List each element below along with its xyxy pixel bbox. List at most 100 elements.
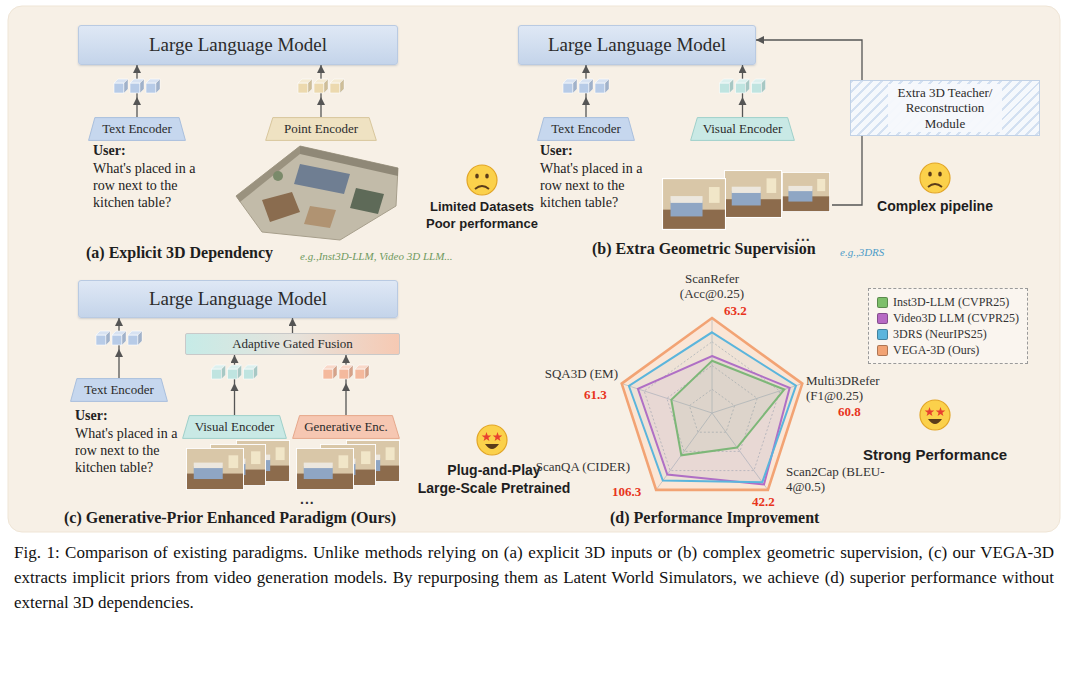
node-text: Text Encoder: [551, 121, 620, 137]
panel-caption: (d) Performance Improvement: [610, 509, 819, 527]
token-cube: [96, 331, 110, 345]
node-label: Large Language Model: [149, 288, 327, 311]
legend-text: Video3D LLM (CVPR25): [893, 310, 1019, 326]
example-note: e.g.,Inst3D-LLM, Video 3D LLM...: [300, 250, 453, 262]
visual-tokens: [720, 79, 766, 93]
encoder-trapezoid: Visual Encoder: [690, 117, 795, 141]
encoder-trapezoid: Text Encoder: [537, 117, 635, 141]
eye: [928, 171, 932, 176]
legend-entry: Video3D LLM (CVPR25): [877, 310, 1019, 326]
face: [467, 165, 497, 195]
node-label: Large Language Model: [548, 34, 726, 57]
encoder-trapezoid: Text Encoder: [70, 378, 168, 402]
user-prompt-label: User:: [75, 408, 108, 424]
eye: [475, 173, 479, 178]
token-arrowhead: [582, 97, 590, 105]
legend-text: 3DRS (NeurIPS25): [893, 326, 987, 342]
node-label: Visual Encoder: [195, 419, 275, 435]
axis-value: 63.2: [724, 303, 747, 319]
legend-entry: 3DRS (NeurIPS25): [877, 326, 1019, 342]
panel-caption: (a) Explicit 3D Dependency: [86, 244, 273, 262]
encoder-trapezoid: Text Encoder: [88, 117, 186, 141]
token-cube: [579, 79, 593, 93]
axis-value: 61.3: [584, 387, 607, 403]
panel-caption: (c) Generative-Prior Enhanced Paradigm (…: [64, 509, 396, 527]
mouth: [475, 186, 489, 189]
legend-swatch: [877, 329, 888, 340]
video-frame: [724, 170, 782, 218]
sad-face-emoji: [467, 165, 497, 195]
radar-area: [622, 318, 803, 490]
legend-text: VEGA-3D (Ours): [893, 342, 979, 358]
node-label: Point Encoder: [284, 121, 358, 137]
video-frame: [296, 448, 354, 490]
token-arrowhead: [317, 97, 325, 105]
ellipsis: ...: [300, 491, 315, 507]
token-cube: [114, 79, 128, 93]
legend-box: Inst3D-LLM (CVPR25)Video3D LLM (CVPR25)3…: [868, 288, 1028, 364]
token-cube: [355, 365, 369, 379]
token-cube: [146, 79, 160, 93]
node-text: Large Language Model: [548, 34, 726, 57]
legend-entry: Inst3D-LLM (CVPR25): [877, 294, 1019, 310]
supervision-line: [832, 136, 862, 205]
encoder-trapezoid: Point Encoder: [265, 117, 377, 141]
node-label: Extra 3D Teacher/ Reconstruction Module: [891, 85, 999, 132]
star-eye: [482, 432, 492, 441]
star-struck-emoji: [920, 400, 950, 430]
panel-caption: (b) Extra Geometric Supervision: [592, 240, 816, 258]
axis-value: 106.3: [612, 484, 641, 500]
text-tokens: [563, 79, 609, 93]
verdict-note: Complex pipeline: [862, 198, 1008, 215]
generative-tokens: [323, 365, 369, 379]
legend-entry: VEGA-3D (Ours): [877, 342, 1019, 358]
eye: [938, 171, 942, 176]
token-cube: [112, 331, 126, 345]
node-text: Text Encoder: [84, 382, 153, 398]
token-cube: [595, 79, 609, 93]
mouth: [928, 419, 942, 424]
radar-series-vega3d: [622, 318, 803, 490]
node-text: Generative Enc.: [304, 419, 388, 435]
axis-label: ScanQA (CIDER): [520, 459, 630, 474]
star-eye: [493, 432, 503, 441]
token-arrowhead: [115, 349, 123, 357]
axis-value: 42.2: [752, 494, 775, 510]
eye: [485, 173, 489, 178]
example-note: e.g.,3DRS: [840, 246, 884, 258]
question-text: What's placed in a row next to the kitch…: [540, 160, 650, 211]
teacher-module-box: Extra 3D Teacher/ Reconstruction Module: [850, 80, 1040, 136]
token-cube: [298, 79, 312, 93]
point-tokens: [298, 79, 344, 93]
encoder-trapezoid: Generative Enc.: [292, 415, 400, 439]
radar-chart: [622, 318, 803, 490]
scene-floor: [236, 146, 398, 240]
node-text: Adaptive Gated Fusion: [232, 336, 353, 352]
verdict-note: Limited Datasets Poor performance: [420, 198, 544, 232]
scene-table: [262, 192, 300, 222]
token-cube: [128, 331, 142, 345]
node-text: Visual Encoder: [195, 419, 275, 435]
axis-label: Scan2Cap (BLEU-4@0.5): [786, 464, 888, 494]
scene-sofa: [294, 164, 350, 194]
radar-spokes: [622, 318, 803, 490]
text-tokens: [96, 331, 142, 345]
face: [920, 400, 950, 430]
token-arrowhead: [133, 97, 141, 105]
point-cloud-scene: [236, 146, 398, 240]
figure-caption: Fig. 1: Comparison of existing paradigms…: [14, 540, 1054, 615]
sad-face-emoji: [920, 163, 950, 193]
legend-text: Inst3D-LLM (CVPR25): [893, 294, 1009, 310]
token-cube: [563, 79, 577, 93]
llm-box: Large Language Model: [78, 280, 398, 318]
token-arrowhead: [231, 383, 239, 391]
token-cube: [752, 79, 766, 93]
verdict-note: Large-Scale Pretrained: [412, 480, 576, 497]
figure-panel: [8, 6, 1060, 532]
user-prompt-label: User:: [540, 143, 573, 159]
token-cube: [720, 79, 734, 93]
flow-arrow: [756, 40, 862, 80]
node-label: Large Language Model: [149, 34, 327, 57]
node-label: Text Encoder: [84, 382, 153, 398]
token-cube: [314, 79, 328, 93]
